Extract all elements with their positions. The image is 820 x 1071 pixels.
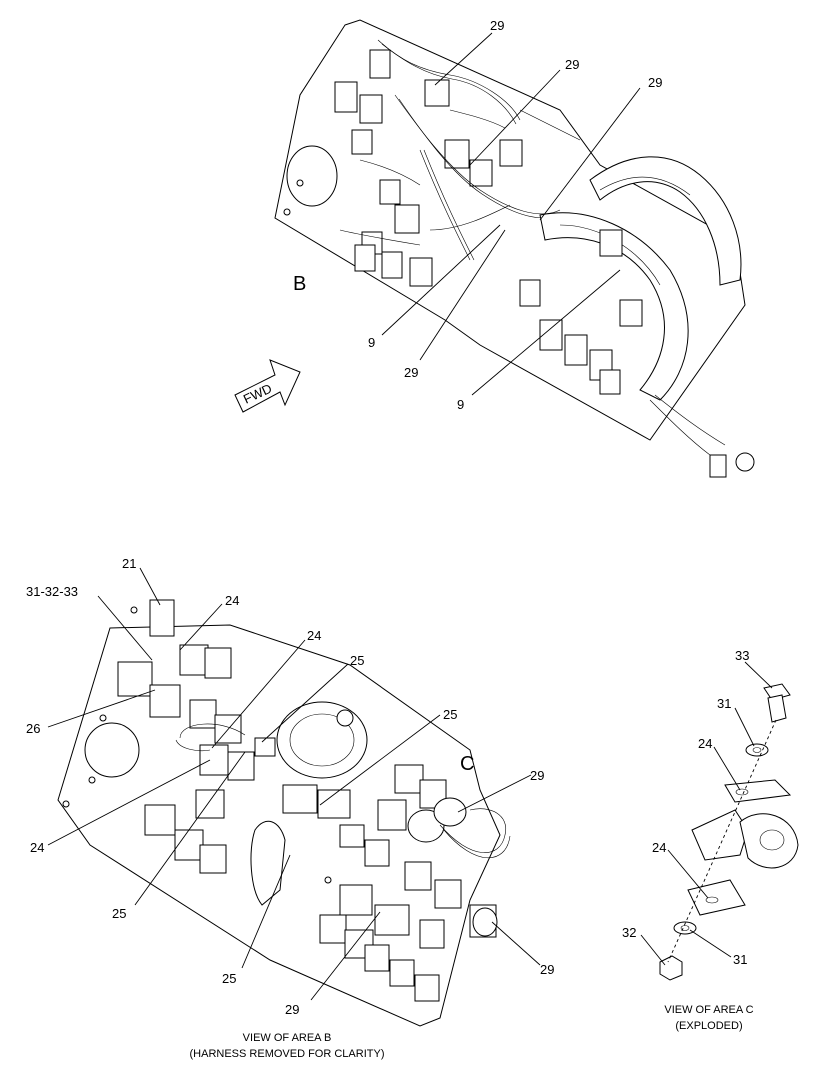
top-callout-9a: 9 — [368, 335, 375, 350]
top-harness-end — [649, 394, 755, 478]
exploded-bolt — [763, 683, 791, 723]
area-b-label: B — [293, 273, 306, 295]
top-callout-9b: 9 — [457, 397, 464, 412]
area-c-callout-24b: 24 — [652, 840, 666, 855]
area-b-gauge — [276, 701, 368, 779]
area-b-callout-24b: 24 — [307, 628, 321, 643]
fwd-arrow: FWD — [234, 359, 301, 413]
area-b-callout-24a: 24 — [225, 593, 239, 608]
area-c-view: 33 31 24 24 32 31 VIEW OF AREA C (EXPLOD… — [622, 648, 799, 1032]
area-b-callout-25c: 25 — [112, 906, 126, 921]
exploded-bracket-top — [724, 779, 792, 803]
top-callout-29c: 29 — [648, 75, 662, 90]
area-b-caption-line2: (HARNESS REMOVED FOR CLARITY) — [190, 1048, 385, 1060]
top-wiring-bundle — [339, 39, 581, 261]
area-c-callout-31a: 31 — [717, 696, 731, 711]
top-callout-29a: 29 — [490, 18, 504, 33]
exploded-component — [691, 809, 799, 869]
area-b-slot — [250, 820, 286, 906]
top-callout-29b: 29 — [565, 57, 579, 72]
area-c-callout-24a: 24 — [698, 736, 712, 751]
area-b-callout-26: 26 — [26, 721, 40, 736]
area-b-callout-24c: 24 — [30, 840, 44, 855]
area-c-callout-32: 32 — [622, 925, 636, 940]
top-right-connectors — [519, 229, 643, 395]
area-b-callout-29c: 29 — [285, 1002, 299, 1017]
area-b-caption-line1: VIEW OF AREA B — [243, 1032, 332, 1044]
top-panel-port — [286, 145, 338, 207]
area-c-caption-line2: (EXPLODED) — [675, 1020, 742, 1032]
area-b-coils — [175, 723, 511, 937]
area-c-caption-line1: VIEW OF AREA C — [664, 1004, 753, 1016]
area-b-callout-21: 21 — [122, 556, 136, 571]
top-callout-29d: 29 — [404, 365, 418, 380]
area-c-callout-33: 33 — [735, 648, 749, 663]
area-b-callout-25d: 25 — [222, 971, 236, 986]
area-b-callout-29a: 29 — [530, 768, 544, 783]
top-left-connectors — [334, 49, 523, 287]
exploded-nut — [659, 955, 683, 981]
area-b-callout-29b: 29 — [540, 962, 554, 977]
area-b-callout-25a: 25 — [350, 653, 364, 668]
area-c-callout-31b: 31 — [733, 952, 747, 967]
top-panel-assembly: B FWD 29 29 29 9 29 9 — [234, 18, 755, 478]
area-b-port — [84, 722, 140, 778]
area-c-label: C — [460, 753, 474, 775]
area-b-view: C 21 31-32-33 24 24 25 25 26 24 25 25 29… — [26, 556, 554, 1060]
area-b-callout-31-32-33: 31-32-33 — [26, 584, 78, 599]
exploded-washer-top — [745, 743, 769, 757]
exploded-washer-bottom — [673, 921, 697, 935]
area-b-callout-25b: 25 — [443, 707, 457, 722]
top-panel-plate — [274, 19, 746, 441]
